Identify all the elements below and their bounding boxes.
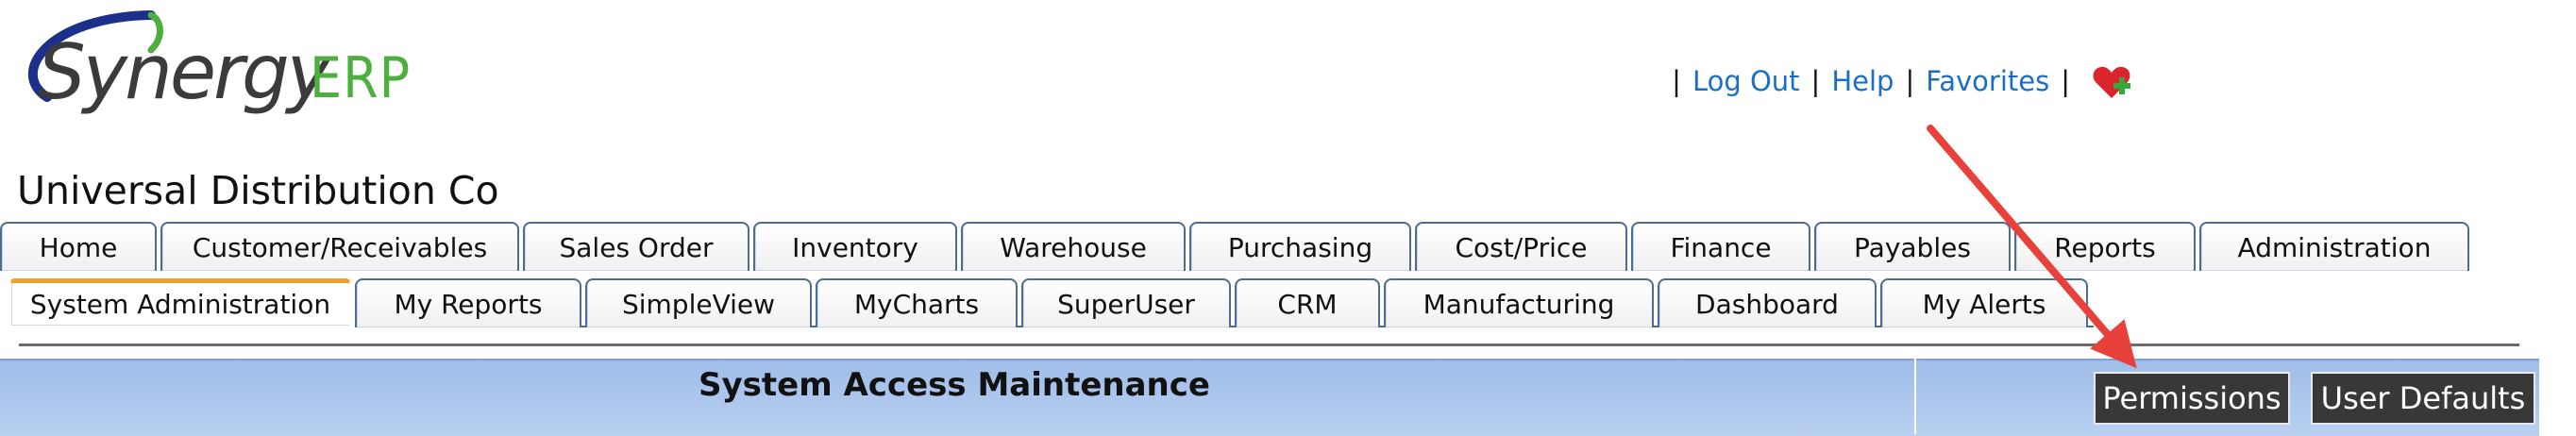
link-separator: | bbox=[1905, 65, 1915, 97]
company-name: Universal Distribution Co bbox=[17, 168, 499, 213]
link-separator: | bbox=[1810, 65, 1821, 97]
top-links: | Log Out | Help | Favorites | bbox=[1660, 60, 2132, 102]
tab-superuser[interactable]: SuperUser bbox=[1021, 278, 1231, 327]
tab-content-divider bbox=[19, 344, 2519, 346]
help-link[interactable]: Help bbox=[1831, 65, 1894, 97]
tab-cost-price[interactable]: Cost/Price bbox=[1415, 222, 1627, 271]
tab-inventory[interactable]: Inventory bbox=[753, 222, 957, 271]
sub-tab-row: System Administration My Reports SimpleV… bbox=[9, 278, 2092, 327]
tab-system-administration[interactable]: System Administration bbox=[9, 278, 351, 327]
tab-customer-receivables[interactable]: Customer/Receivables bbox=[160, 222, 519, 271]
tab-payables[interactable]: Payables bbox=[1814, 222, 2011, 271]
user-defaults-button[interactable]: User Defaults bbox=[2311, 372, 2535, 425]
tab-mycharts[interactable]: MyCharts bbox=[816, 278, 1018, 327]
tab-administration[interactable]: Administration bbox=[2199, 222, 2469, 271]
tab-warehouse[interactable]: Warehouse bbox=[961, 222, 1186, 271]
tab-home[interactable]: Home bbox=[0, 222, 157, 271]
tab-purchasing[interactable]: Purchasing bbox=[1189, 222, 1411, 271]
tab-my-reports[interactable]: My Reports bbox=[355, 278, 581, 327]
link-separator: | bbox=[1672, 65, 1681, 97]
favorites-link[interactable]: Favorites bbox=[1926, 65, 2050, 97]
tab-finance[interactable]: Finance bbox=[1631, 222, 1810, 271]
tab-sales-order[interactable]: Sales Order bbox=[523, 222, 749, 271]
logo-swoosh-icon bbox=[27, 10, 163, 102]
tab-manufacturing[interactable]: Manufacturing bbox=[1384, 278, 1654, 327]
page-title: System Access Maintenance bbox=[699, 366, 1210, 404]
logo-synergy-text: Synergy bbox=[38, 28, 331, 116]
synergy-erp-logo: Synergy ERP bbox=[9, 8, 425, 121]
header-divider bbox=[1914, 359, 1916, 434]
tab-reports[interactable]: Reports bbox=[2014, 222, 2196, 271]
link-separator: | bbox=[2061, 65, 2070, 97]
permissions-button[interactable]: Permissions bbox=[2094, 372, 2290, 425]
logo-erp-text: ERP bbox=[310, 45, 412, 111]
log-out-link[interactable]: Log Out bbox=[1692, 65, 1800, 97]
tab-simpleview[interactable]: SimpleView bbox=[585, 278, 812, 327]
tab-my-alerts[interactable]: My Alerts bbox=[1880, 278, 2088, 327]
main-tab-row: Home Customer/Receivables Sales Order In… bbox=[0, 222, 2473, 271]
heart-add-icon[interactable] bbox=[2091, 60, 2132, 102]
tab-dashboard[interactable]: Dashboard bbox=[1658, 278, 1877, 327]
tab-crm[interactable]: CRM bbox=[1235, 278, 1380, 327]
